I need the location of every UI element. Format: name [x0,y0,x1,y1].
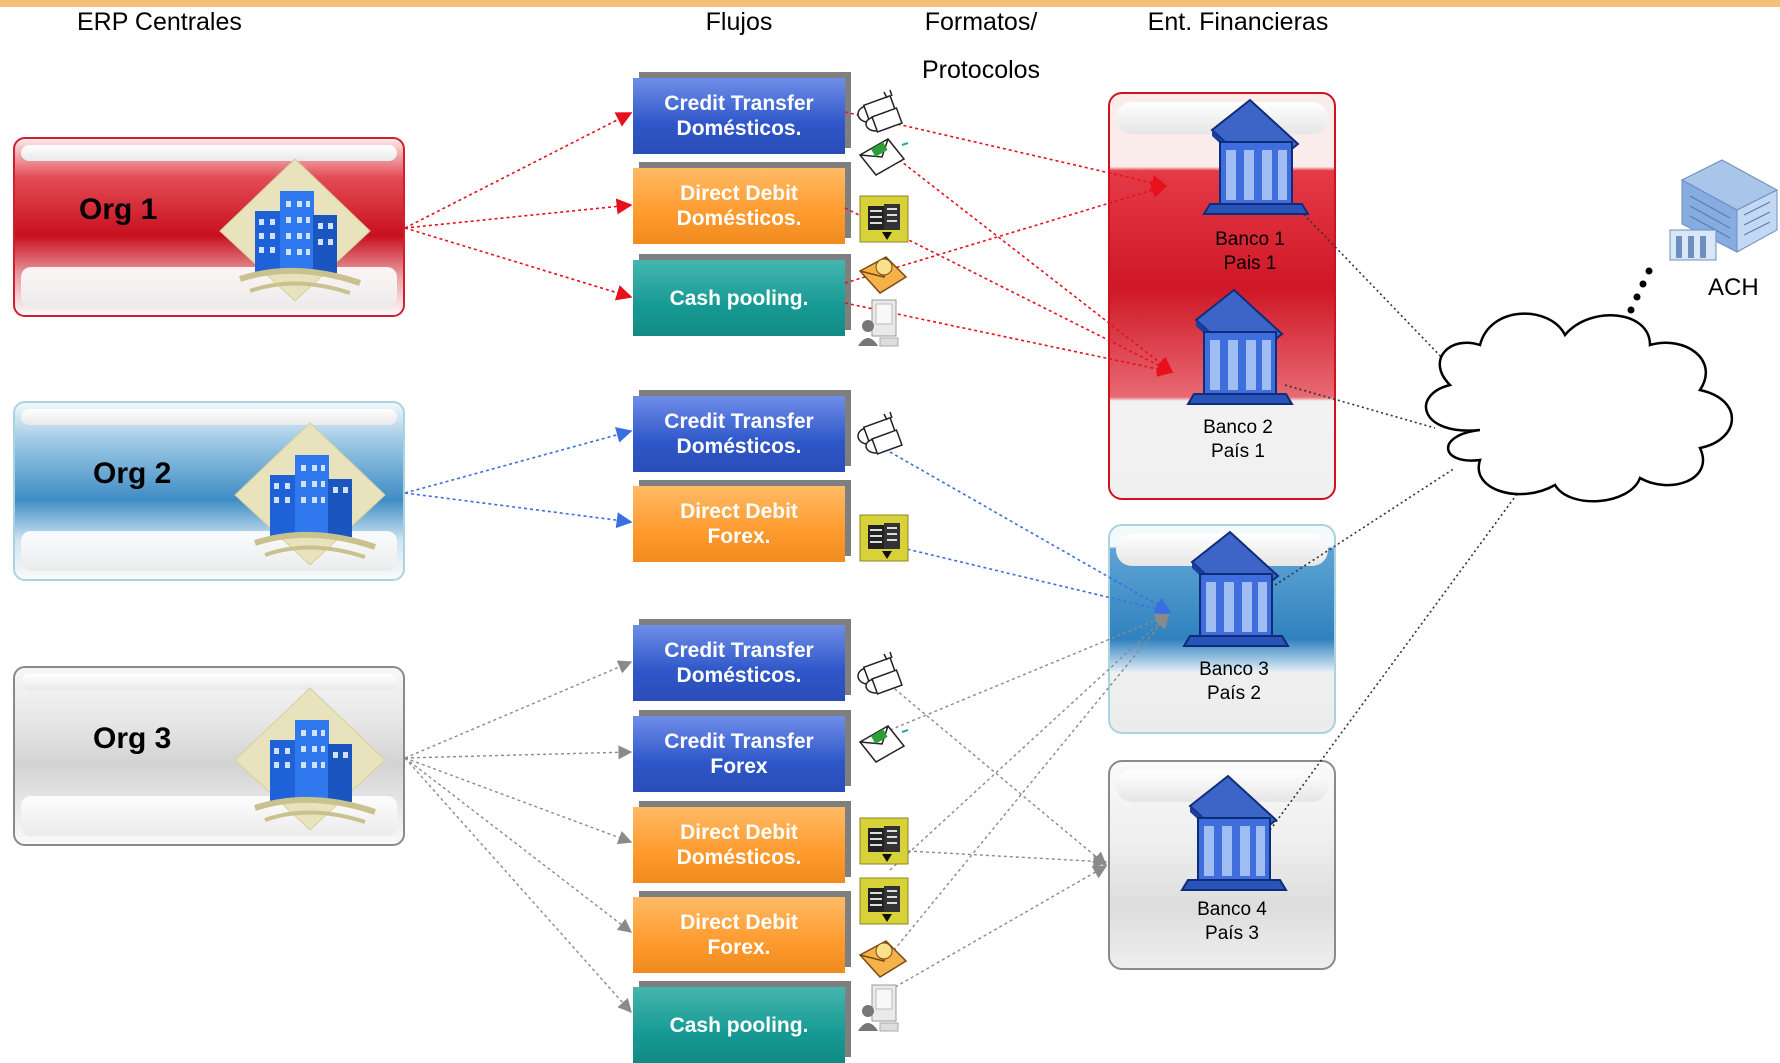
bank-1-icon [1203,99,1309,215]
header-banks: Ent. Financieras [1147,8,1329,36]
computer-user-icon [857,984,899,1032]
flow-label: Credit Transfer Domésticos. [664,410,814,458]
buildings-icon [234,687,386,830]
ledger-icon [859,877,909,925]
ledger-icon [859,195,909,243]
envelope-icon [859,138,909,176]
header-formats: Formatos/ [924,8,1038,36]
bank-2-icon [1187,289,1293,405]
ach-label: ACH [1708,274,1759,301]
documents-icon [857,89,903,133]
bank-4-icon [1181,775,1287,891]
header-protocols: Protocolos [921,56,1041,84]
buildings-icon [234,422,386,565]
bank-1-label: Banco 1 Pais 1 [1215,229,1285,274]
org-2-box[interactable]: Org 2 [13,401,405,581]
flow-credit-transfer-domesticos[interactable]: Credit Transfer Domésticos. [633,78,845,154]
buildings-icon [219,158,371,301]
flow-label: Cash pooling. [669,1013,809,1037]
org-1-box[interactable]: Org 1 [13,137,405,317]
bank-2-label: Banco 2 País 1 [1203,417,1273,462]
flow-cash-pooling[interactable]: Cash pooling. [633,260,845,336]
ledger-icon [859,514,909,562]
flow-label: Direct Debit Forex. [680,911,798,959]
ledger-icon [859,817,909,865]
flow-label: Cash pooling. [669,286,809,310]
bank-4-label: Banco 4 País 3 [1197,899,1267,944]
documents-icon [857,411,903,455]
flow-cash-pooling[interactable]: Cash pooling. [633,987,845,1063]
envelope-icon [859,256,907,294]
bank-3-icon [1183,531,1289,647]
envelope-icon [859,725,909,763]
flow-label: Credit Transfer Forex [664,730,814,778]
flow-direct-debit-forex[interactable]: Direct Debit Forex. [633,897,845,973]
bank-3-label: Banco 3 País 2 [1199,659,1269,704]
flow-label: Credit Transfer Domésticos. [664,92,814,140]
documents-icon [857,651,903,695]
gloss [21,674,397,690]
header-flows: Flujos [705,8,773,36]
flow-direct-debit-domesticos[interactable]: Direct Debit Domésticos. [633,807,845,883]
top-accent-bar [0,0,1780,7]
org-label: Org 3 [93,722,172,755]
network-cloud-icon [1424,312,1734,503]
flow-credit-transfer-forex[interactable]: Credit Transfer Forex [633,716,845,792]
org-label: Org 1 [79,193,158,226]
org-label: Org 2 [93,457,172,490]
header-erp: ERP Centrales [77,8,242,36]
flow-label: Direct Debit Domésticos. [676,182,802,230]
flow-label: Direct Debit Forex. [680,500,798,548]
flow-credit-transfer-domesticos[interactable]: Credit Transfer Domésticos. [633,625,845,701]
flow-direct-debit-domesticos[interactable]: Direct Debit Domésticos. [633,168,845,244]
flow-direct-debit-forex[interactable]: Direct Debit Forex. [633,486,845,562]
gloss [21,409,397,425]
ach-building-icon [1669,159,1779,261]
flow-credit-transfer-domesticos[interactable]: Credit Transfer Domésticos. [633,396,845,472]
envelope-icon [859,940,907,978]
flow-label: Credit Transfer Domésticos. [664,639,814,687]
flow-label: Direct Debit Domésticos. [676,821,802,869]
gloss [21,145,397,161]
org-3-box[interactable]: Org 3 [13,666,405,846]
